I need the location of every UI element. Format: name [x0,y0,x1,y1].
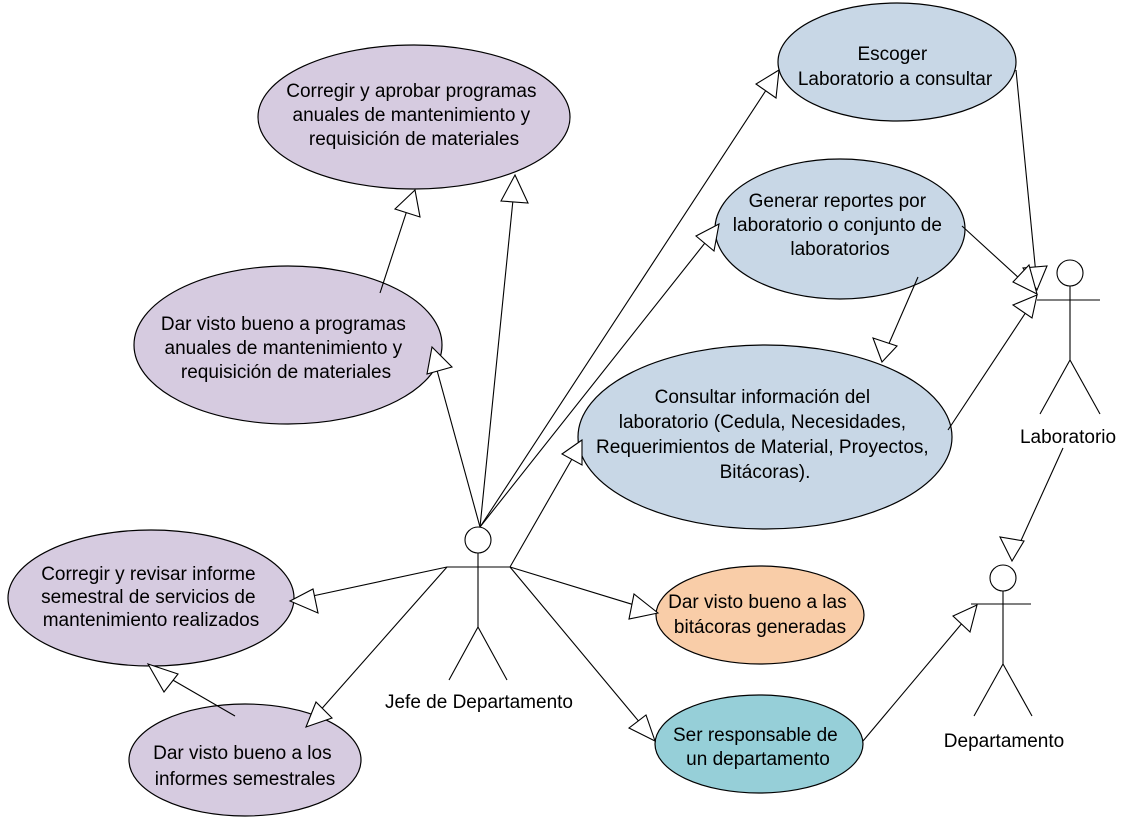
association-line [479,179,516,528]
actor-label: Departamento [944,731,1064,752]
use-case-shape [777,2,1017,122]
arrowhead-icon [1012,263,1038,296]
association-line [479,228,717,528]
stick-figure-icon [971,564,1033,717]
association-line [309,566,448,723]
arrowhead-icon [146,663,179,693]
arrowhead-icon [628,593,660,620]
arrowhead-icon [695,222,720,253]
association-line [509,566,655,612]
use-case-escoger-lab[interactable]: Escoger Laboratorio a consultar [777,2,1017,122]
association-line [293,566,448,601]
use-case-generar-reportes[interactable]: Generar reportes por laboratorio o conju… [714,158,966,300]
use-case-consultar-info[interactable]: Consultar información del laboratorio (C… [577,344,953,530]
association-line [509,444,581,568]
association-line [509,566,652,737]
use-case-shape [257,44,571,190]
arrowhead-icon [288,588,319,614]
use-case-label: Consultar información del laboratorio (C… [596,387,934,483]
arrowhead-icon [754,68,780,99]
use-case-corregir-aprobar[interactable]: Corregir y aprobar programas anuales de … [257,44,571,190]
use-case-visto-bitacoras[interactable]: Dar visto bueno a las bitácoras generada… [655,565,865,665]
association-line [431,351,481,528]
actor-label: Laboratorio [1020,427,1116,448]
actor-label: Jefe de Departamento [385,692,573,713]
use-case-label: Dar visto bueno a programas anuales de m… [161,314,411,383]
arrowhead-icon [305,701,334,728]
use-case-shape [577,344,953,530]
arrowhead-icon [952,604,978,634]
use-case-label: Escoger Laboratorio a consultar [798,44,993,90]
arrowhead-icon [872,337,898,364]
use-case-label: Dar visto bueno a los informes semestral… [153,743,337,790]
arrowhead-icon [1011,294,1038,319]
arrowhead-icon [560,438,583,466]
associations [146,68,1064,743]
use-case-visto-programas[interactable]: Dar visto bueno a programas anuales de m… [133,265,443,425]
arrowhead-icon [627,714,656,743]
use-case-shape [655,565,865,665]
use-case-label: Corregir y revisar informe semestral de … [41,564,261,631]
association-line [883,276,919,356]
actor-jefe-de-departamento[interactable]: Jefe de Departamento [385,526,573,713]
arrowhead-icon [426,345,454,375]
use-case-label: Corregir y aprobar programas anuales de … [286,81,542,150]
association-line [479,74,777,528]
use-case-shape [654,694,864,794]
association-line [862,608,975,742]
use-case-label: Dar visto bueno a las bitácoras generada… [668,592,852,638]
association-line [1013,447,1064,557]
use-case-label: Ser responsable de un departamento [673,725,843,770]
use-case-label: Generar reportes por laboratorio o conju… [733,191,947,260]
arrowhead-icon [500,173,529,204]
stick-figure-icon [447,526,510,681]
actor-laboratorio[interactable]: Laboratorio [1020,259,1116,448]
actor-departamento[interactable]: Departamento [944,564,1064,752]
arrowhead-icon [393,188,421,218]
use-case-visto-informes[interactable]: Dar visto bueno a los informes semestral… [128,703,362,817]
arrowhead-icon [999,536,1025,563]
use-case-corregir-informe[interactable]: Corregir y revisar informe semestral de … [7,529,295,667]
association-line [947,299,1035,431]
use-case-ser-responsable[interactable]: Ser responsable de un departamento [654,694,864,794]
stick-figure-icon [1037,259,1101,415]
use-case-shape [133,265,443,425]
use-case-shape [128,703,362,817]
association-line [1015,69,1038,286]
